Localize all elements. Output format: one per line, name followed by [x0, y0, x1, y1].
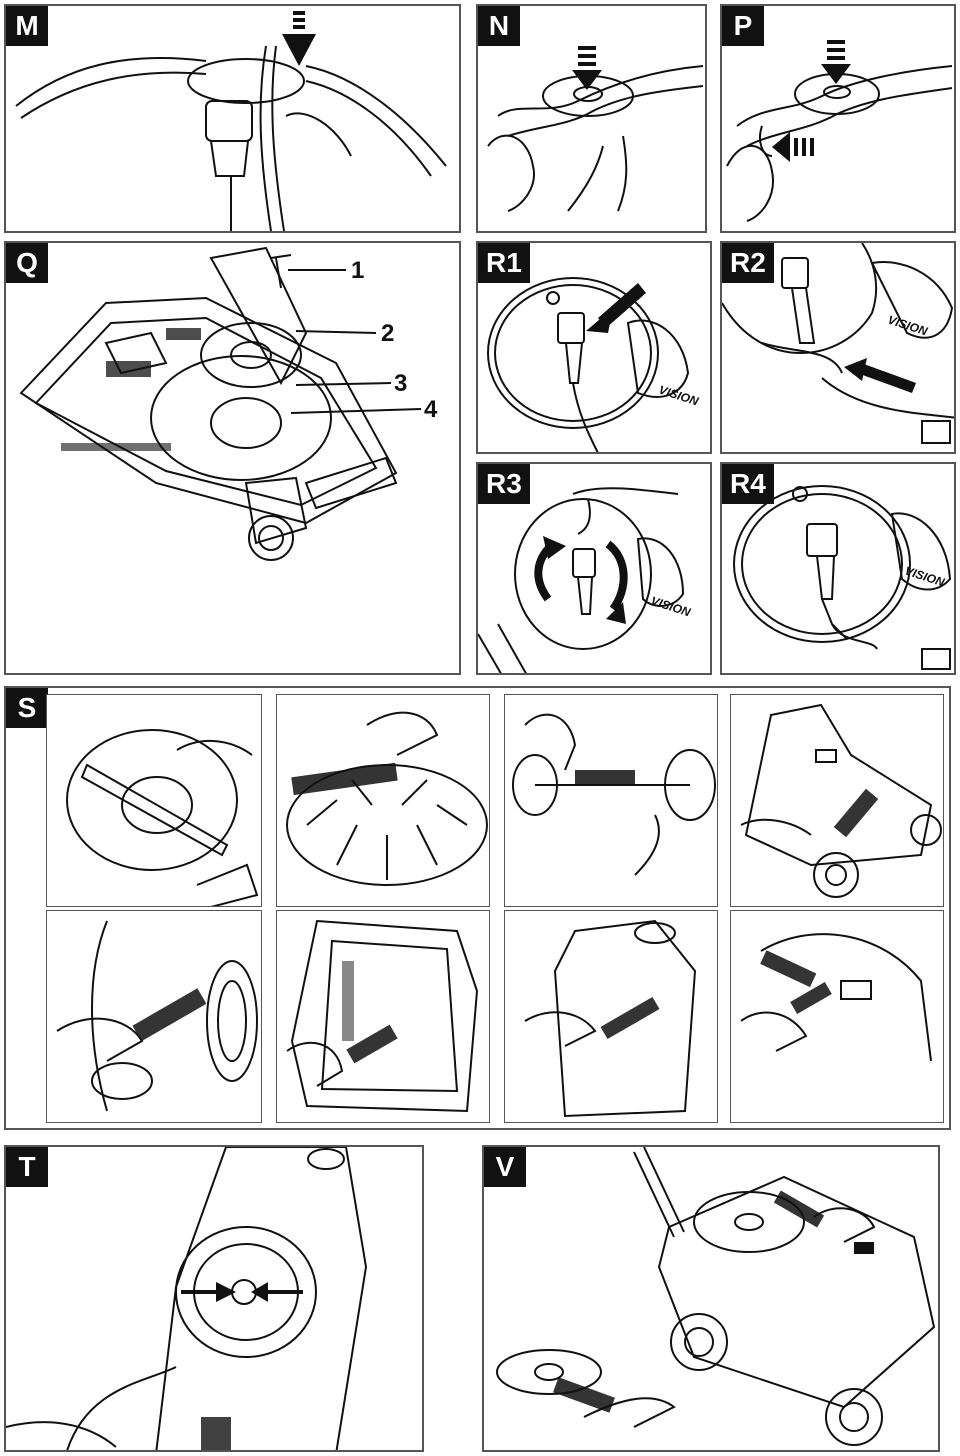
- panel-s: S: [4, 686, 951, 1130]
- vision-logo-r4: VISION: [903, 564, 946, 590]
- panel-s-step-1: [46, 694, 262, 907]
- callout-1: 1: [351, 257, 365, 284]
- panel-label-p: P: [722, 6, 764, 46]
- panel-q: 1 2 3 4 Q: [4, 241, 461, 675]
- callout-3: 3: [394, 370, 408, 397]
- illustration-n: [487, 46, 704, 212]
- panel-s-step-5: [46, 910, 262, 1123]
- panel-label-m: M: [6, 6, 48, 46]
- illustration-p: [726, 40, 953, 222]
- rear-flap-brushing-illustration: [740, 933, 932, 1062]
- illustration-m: [15, 11, 447, 231]
- panel-label-s: S: [6, 688, 48, 728]
- panel-s-step-2: [276, 694, 490, 907]
- panel-label-r3: R3: [478, 464, 530, 504]
- panel-m: M: [4, 4, 461, 233]
- panel-label-n: N: [478, 6, 520, 46]
- axle-brushing-illustration: [512, 713, 716, 876]
- panel-r4: VISION R4: [720, 462, 956, 675]
- panel-r3: VISION R3: [476, 462, 712, 675]
- panel-s-step-8: [730, 910, 944, 1123]
- illustration-v: [496, 1147, 936, 1446]
- illustration-r3: VISION: [478, 487, 692, 673]
- panel-t: T: [4, 1145, 424, 1452]
- illustration-r4: VISION: [733, 485, 952, 670]
- vision-logo-r2: VISION: [886, 313, 929, 339]
- callout-2: 2: [381, 320, 395, 347]
- illustration-r1: VISION: [487, 277, 700, 452]
- vision-logo-r3: VISION: [649, 594, 692, 620]
- grass-box-brushing-illustration: [286, 919, 479, 1113]
- panel-s-step-7: [504, 910, 718, 1123]
- blade-cleaning-illustration: [66, 729, 259, 906]
- panel-label-v: V: [484, 1147, 526, 1187]
- panel-p: P: [720, 4, 956, 233]
- panel-label-r1: R1: [478, 243, 530, 283]
- panel-s-step-4: [730, 694, 944, 907]
- wheel-brushing-illustration: [56, 920, 258, 1112]
- deck-brushing-illustration: [740, 703, 942, 898]
- illustration-r2: VISION: [722, 243, 954, 444]
- callout-4: 4: [424, 396, 438, 423]
- panel-n: N: [476, 4, 707, 233]
- panel-label-r2: R2: [722, 243, 774, 283]
- illustration-q: [19, 246, 422, 561]
- panel-s-step-3: [504, 694, 718, 907]
- panel-v: V: [482, 1145, 940, 1452]
- fan-brushing-illustration: [286, 711, 488, 886]
- panel-r1: VISION R1: [476, 241, 712, 454]
- panel-r2: VISION R2: [720, 241, 956, 454]
- vision-logo-r1: VISION: [657, 383, 700, 409]
- panel-label-t: T: [6, 1147, 48, 1187]
- handle-side-brushing-illustration: [524, 919, 697, 1118]
- panel-s-step-6: [276, 910, 490, 1123]
- panel-label-r4: R4: [722, 464, 774, 504]
- illustration-t: [6, 1147, 368, 1450]
- panel-label-q: Q: [6, 243, 48, 283]
